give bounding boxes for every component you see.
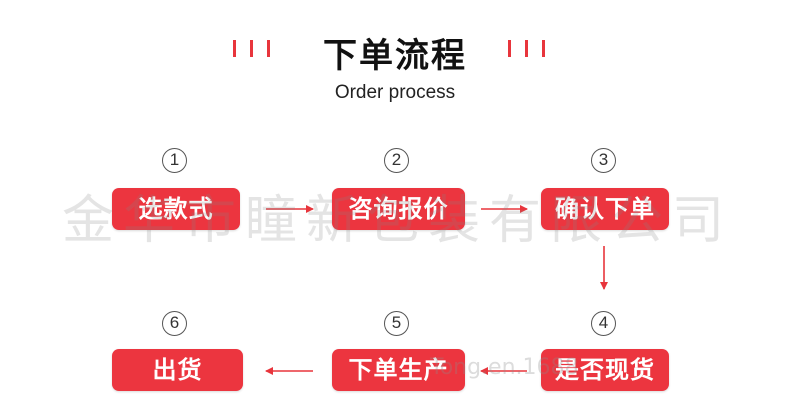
decoration-bar <box>542 40 545 57</box>
step-number-6: 6 <box>162 311 187 336</box>
step-number-3: 3 <box>591 148 616 173</box>
decoration-bar <box>233 40 236 57</box>
decoration-bar <box>267 40 270 57</box>
step-number-1: 1 <box>162 148 187 173</box>
step-number-5: 5 <box>384 311 409 336</box>
title-decoration-left <box>233 40 270 57</box>
step-box-5: 下单生产 <box>332 349 465 391</box>
step-box-2: 咨询报价 <box>332 188 465 230</box>
decoration-bar <box>508 40 511 57</box>
step-box-4: 是否现货 <box>541 349 669 391</box>
page-subtitle: Order process <box>334 82 456 103</box>
step-box-6: 出货 <box>112 349 243 391</box>
step-box-3: 确认下单 <box>541 188 669 230</box>
step-number-4: 4 <box>591 311 616 336</box>
decoration-bar <box>250 40 253 57</box>
decoration-bar <box>525 40 528 57</box>
step-number-2: 2 <box>384 148 409 173</box>
step-box-1: 选款式 <box>112 188 240 230</box>
title-decoration-right <box>508 40 545 57</box>
page-title: 下单流程 <box>323 36 467 76</box>
